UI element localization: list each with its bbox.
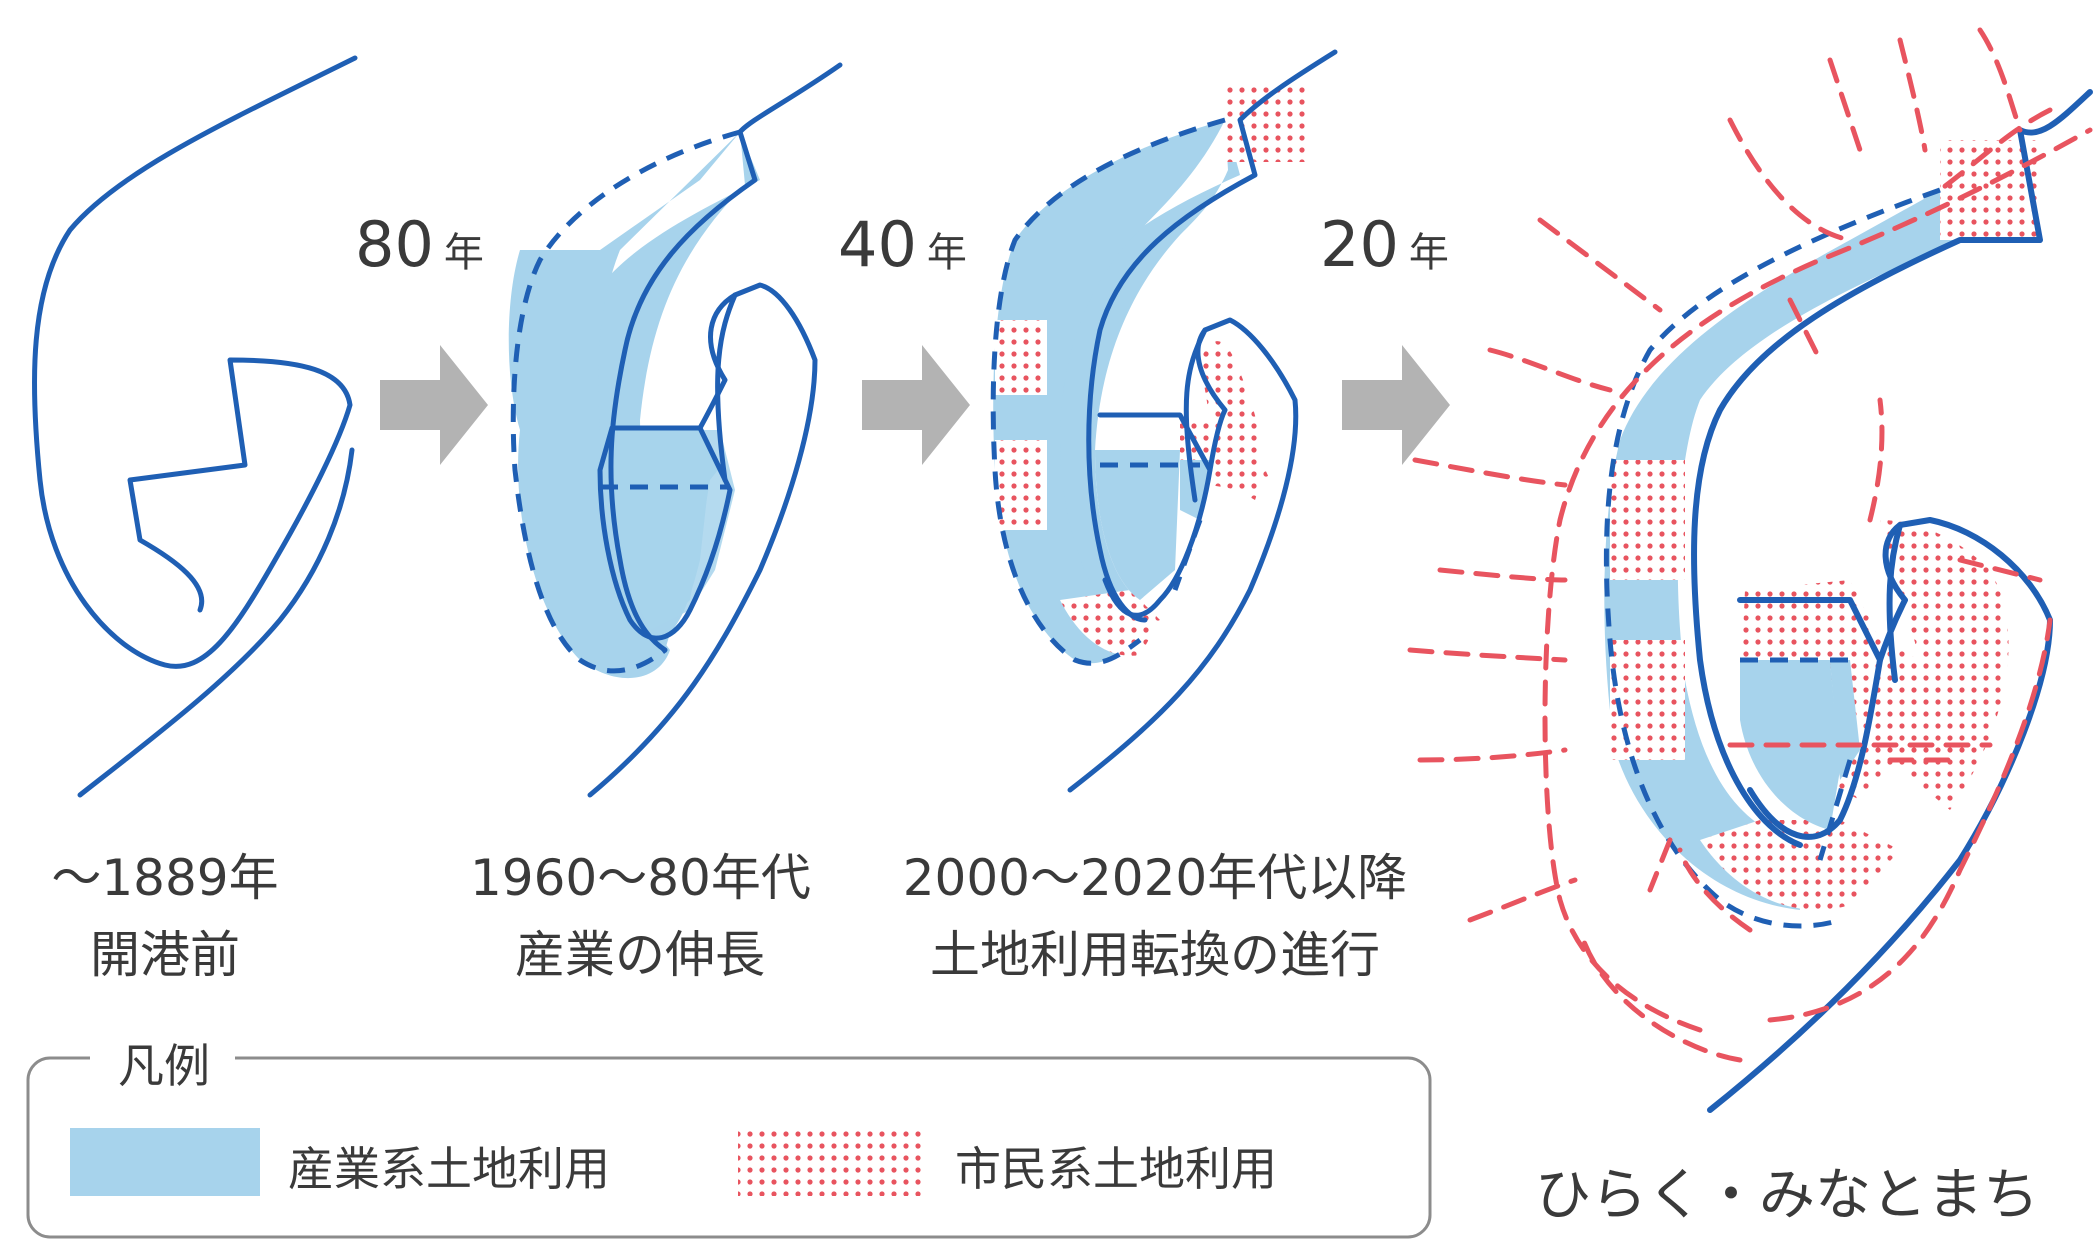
coastline-stage-2 — [608, 62, 843, 653]
civic-block-3f — [1200, 341, 1263, 500]
legend-label-civic: 市民系土地利用 — [955, 1142, 1277, 1196]
legend-title: 凡例 — [108, 1030, 220, 1096]
coastline-stage-1 — [31, 55, 358, 669]
outer-coast-stage-1 — [77, 447, 355, 798]
civic-block-4d — [1700, 820, 1900, 910]
arrow-1 — [380, 345, 488, 465]
stage-2-label: 産業の伸長 — [515, 926, 765, 984]
civic-block-3a — [1225, 82, 1305, 162]
industrial-block-stage-3 — [1095, 450, 1180, 600]
legend-frame — [26, 1056, 1432, 1239]
dashed-boundary-stage-3 — [990, 117, 1226, 666]
civic-network-lines — [1407, 27, 2093, 1063]
civic-block-3d — [1060, 590, 1160, 656]
stage-1-label: 開港前 — [90, 926, 240, 984]
civic-block-4f — [1880, 520, 2009, 810]
legend — [26, 1056, 1432, 1239]
arrow-3 — [1342, 345, 1450, 465]
stage-2-period: 1960〜80年代 — [470, 849, 811, 907]
coastline-stage-3 — [1086, 49, 1338, 623]
map-stage-1 — [31, 55, 358, 798]
legend-label-industrial: 産業系土地利用 — [288, 1142, 610, 1196]
civic-block-4c — [1610, 640, 1685, 760]
dashed-boundary-stage-4 — [1603, 187, 1941, 929]
stage-3-period: 2000〜2020年代以降 — [902, 849, 1408, 907]
stage-1-period: 〜1889年 — [51, 849, 279, 907]
arrow-2 — [862, 345, 970, 465]
map-stage-3 — [990, 49, 1338, 793]
legend-swatch-industrial — [70, 1128, 260, 1196]
civic-block-3b — [995, 320, 1047, 395]
industrial-band-stage-4 — [1604, 190, 1960, 910]
civic-block-4b — [1610, 460, 1685, 580]
dashed-boundary-stage-2 — [510, 129, 741, 674]
stage-4-label: ひらく・みなとまち — [1535, 1163, 2039, 1228]
map-stage-2 — [508, 62, 843, 798]
legend-swatch-civic — [738, 1128, 923, 1196]
stage-3-label: 土地利用転換の進行 — [930, 926, 1380, 984]
map-stage-4 — [1407, 27, 2093, 1113]
civic-block-3c — [995, 440, 1047, 530]
industrial-band-stage-3 — [1040, 120, 1240, 640]
